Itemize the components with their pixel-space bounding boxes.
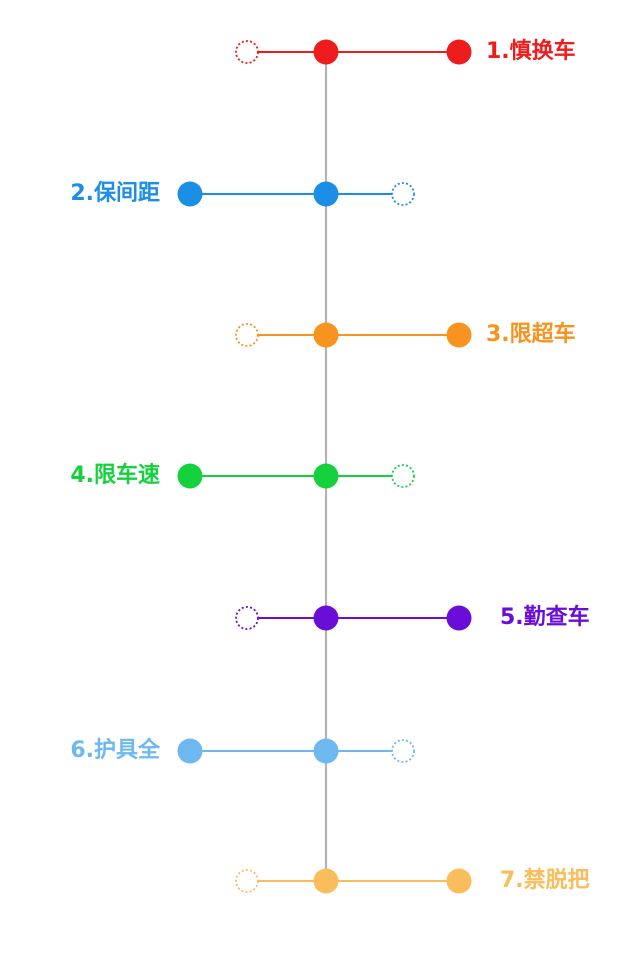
step-3-center-node <box>313 322 339 348</box>
step-2-end-node <box>177 181 203 207</box>
step-5 <box>235 605 472 631</box>
step-6-label: 6.护具全 <box>70 738 160 763</box>
step-1-center-node <box>313 39 339 65</box>
step-5-end-node <box>446 605 472 631</box>
step-4 <box>177 463 415 489</box>
step-1-end-node <box>446 39 472 65</box>
step-4-end-node <box>177 463 203 489</box>
step-6-ghost-node <box>391 739 415 763</box>
step-4-center-node <box>313 463 339 489</box>
step-4-ghost-node <box>391 464 415 488</box>
step-5-center-node <box>313 605 339 631</box>
step-6-center-node <box>313 738 339 764</box>
step-7-end-node <box>446 868 472 894</box>
step-2-center-node <box>313 181 339 207</box>
step-2-ghost-node <box>391 182 415 206</box>
step-5-ghost-node <box>235 606 259 630</box>
step-6-end-node <box>177 738 203 764</box>
step-1-label: 1.慎换车 <box>486 39 576 64</box>
step-7-center-node <box>313 868 339 894</box>
step-1-ghost-node <box>235 40 259 64</box>
step-3-end-node <box>446 322 472 348</box>
step-3 <box>235 322 472 348</box>
step-1 <box>235 39 472 65</box>
step-7-label: 7.禁脱把 <box>500 868 590 893</box>
step-4-label: 4.限车速 <box>70 463 160 488</box>
step-7 <box>235 868 472 894</box>
step-7-ghost-node <box>235 869 259 893</box>
step-3-label: 3.限超车 <box>486 322 576 347</box>
step-3-ghost-node <box>235 323 259 347</box>
step-6 <box>177 738 415 764</box>
step-2-label: 2.保间距 <box>70 181 160 206</box>
step-2 <box>177 181 415 207</box>
step-5-label: 5.勤查车 <box>500 605 590 630</box>
steps-layer <box>177 39 472 894</box>
